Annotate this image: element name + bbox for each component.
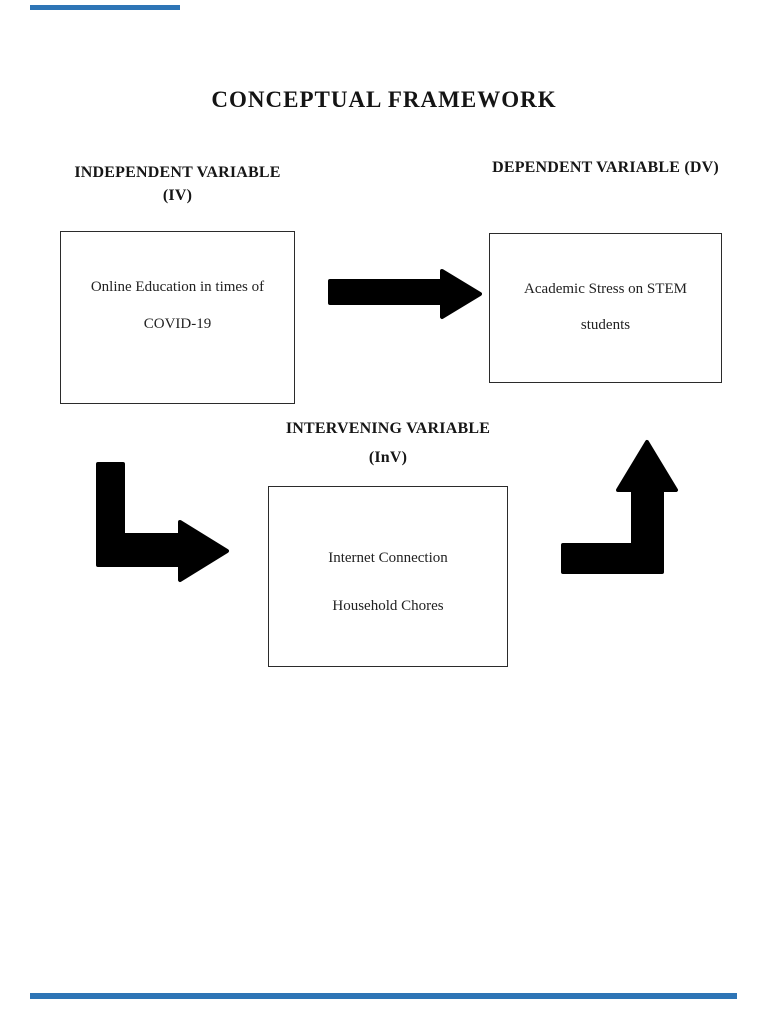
intervening-variable-box: Internet Connection Household Chores <box>268 486 508 667</box>
elbow-arrow-down-right-icon <box>96 462 229 582</box>
intervening-variable-box-line2: Household Chores <box>332 598 444 614</box>
intervening-variable-box-line1: Internet Connection <box>328 550 448 566</box>
independent-variable-label: INDEPENDENT VARIABLE (IV) <box>60 161 295 207</box>
elbow-arrow-right-up-icon <box>561 440 678 574</box>
independent-variable-label-line2: (IV) <box>162 187 193 204</box>
arrow-right-icon <box>328 269 482 319</box>
dependent-variable-box-line1: Academic Stress on STEM <box>524 281 687 297</box>
independent-variable-box-line2: COVID-19 <box>143 316 212 332</box>
dependent-variable-label-line1: DEPENDENT VARIABLE (DV) <box>492 159 719 176</box>
intervening-variable-label-line2: (InV) <box>368 449 408 466</box>
independent-variable-box-line1: Online Education in times of <box>90 279 265 295</box>
intervening-variable-label: INTERVENING VARIABLE (InV) <box>268 414 508 472</box>
dependent-variable-box-line2: students <box>580 317 631 333</box>
page-separator-bottom <box>30 993 737 999</box>
dependent-variable-box: Academic Stress on STEM students <box>489 233 722 383</box>
page-title: CONCEPTUAL FRAMEWORK <box>211 87 557 112</box>
independent-variable-label-line1: INDEPENDENT VARIABLE <box>74 164 281 181</box>
page-separator-top <box>30 5 180 10</box>
dependent-variable-label: DEPENDENT VARIABLE (DV) <box>489 157 722 179</box>
intervening-variable-label-line1: INTERVENING VARIABLE <box>285 420 491 437</box>
independent-variable-box: Online Education in times of COVID-19 <box>60 231 295 404</box>
